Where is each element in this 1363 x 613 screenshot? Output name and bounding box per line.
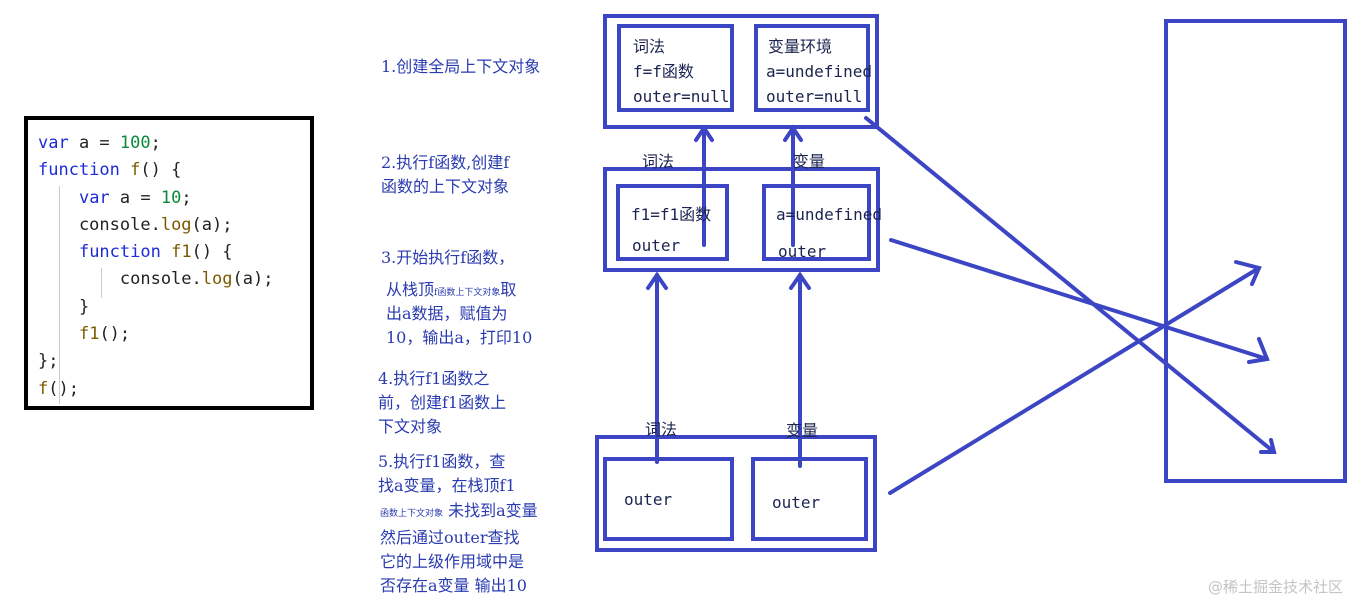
global-lex-body: f=f函数 outer=null [633, 62, 730, 106]
code-line: f1(); [78, 324, 131, 345]
f-lex-box [616, 184, 729, 261]
arrow-f-to-stack [889, 238, 1269, 361]
step-4-text: 4.执行f1函数之 前，创建f1函数上 下文对象 [378, 369, 507, 436]
global-lex-box [617, 24, 734, 112]
code-line: f(); [38, 378, 79, 399]
global-context-box [603, 14, 879, 129]
f-var-box [762, 184, 871, 261]
f1-var-body: outer [772, 493, 821, 512]
global-var-title: 变量环境 [768, 37, 833, 56]
step-3-text-c: 出a数据，赋值为 10，输出a，打印10 [386, 304, 533, 347]
indent-guide [101, 268, 102, 298]
f-var-body-1: a=undefined [776, 205, 882, 224]
indent-guide [59, 186, 60, 404]
code-line: console.log(a); [38, 269, 274, 290]
f-var-label: 变量 [793, 152, 826, 171]
step-5-text-b: 函数上下文对象 未找到a变量 [380, 501, 538, 520]
code-line: var a = 100; [38, 133, 161, 153]
code-line: console.log(a); [38, 214, 233, 235]
f1-var-box [751, 457, 868, 541]
step-5-text-c: 然后通过outer查找 它的上级作用域中是 否存在a变量 输出10 [380, 528, 527, 595]
f1-lex-label: 词法 [645, 420, 678, 439]
f1-var-label: 变量 [786, 421, 819, 440]
global-var-body: a=undefined outer=null [766, 62, 872, 106]
arrow-global-to-stack [864, 116, 1276, 454]
step-1-text: 1.创建全局上下文对象 [381, 57, 541, 76]
f-lex-label: 词法 [642, 152, 675, 171]
stack-box [1164, 19, 1347, 483]
f-context-box [603, 167, 880, 272]
f-lex-body-1: f1=f1函数 [631, 205, 712, 224]
code-line: } [38, 296, 90, 317]
code-line: var a = 10; [78, 187, 192, 208]
global-lex-title: 词法 [633, 37, 666, 56]
f1-lex-body: outer [624, 490, 673, 509]
f1-lex-box [603, 457, 734, 541]
step-5-text-a: 5.执行f1函数，查 找a变量，在栈顶f1 [378, 452, 516, 495]
step-3-text-a: 3.开始执行f函数， [381, 248, 515, 267]
f-var-body-2: outer [778, 242, 827, 261]
code-line: function f1() { [78, 242, 233, 263]
step-2-text: 2.执行f函数,创建f 函数的上下文对象 [381, 153, 510, 196]
step-3-text-b: 从栈顶f函数上下文对象取 [386, 280, 517, 299]
global-var-box [754, 24, 870, 112]
watermark: @稀土掘金技术社区 [1207, 578, 1343, 596]
code-line: function f() { [38, 160, 182, 181]
code-panel: var a = 100; function f() { var a = 10; c… [24, 116, 314, 410]
f1-context-box [595, 435, 877, 552]
code-line: }; [38, 351, 59, 372]
f-lex-body-2: outer [632, 236, 681, 255]
arrow-f1-to-stack [888, 266, 1261, 495]
